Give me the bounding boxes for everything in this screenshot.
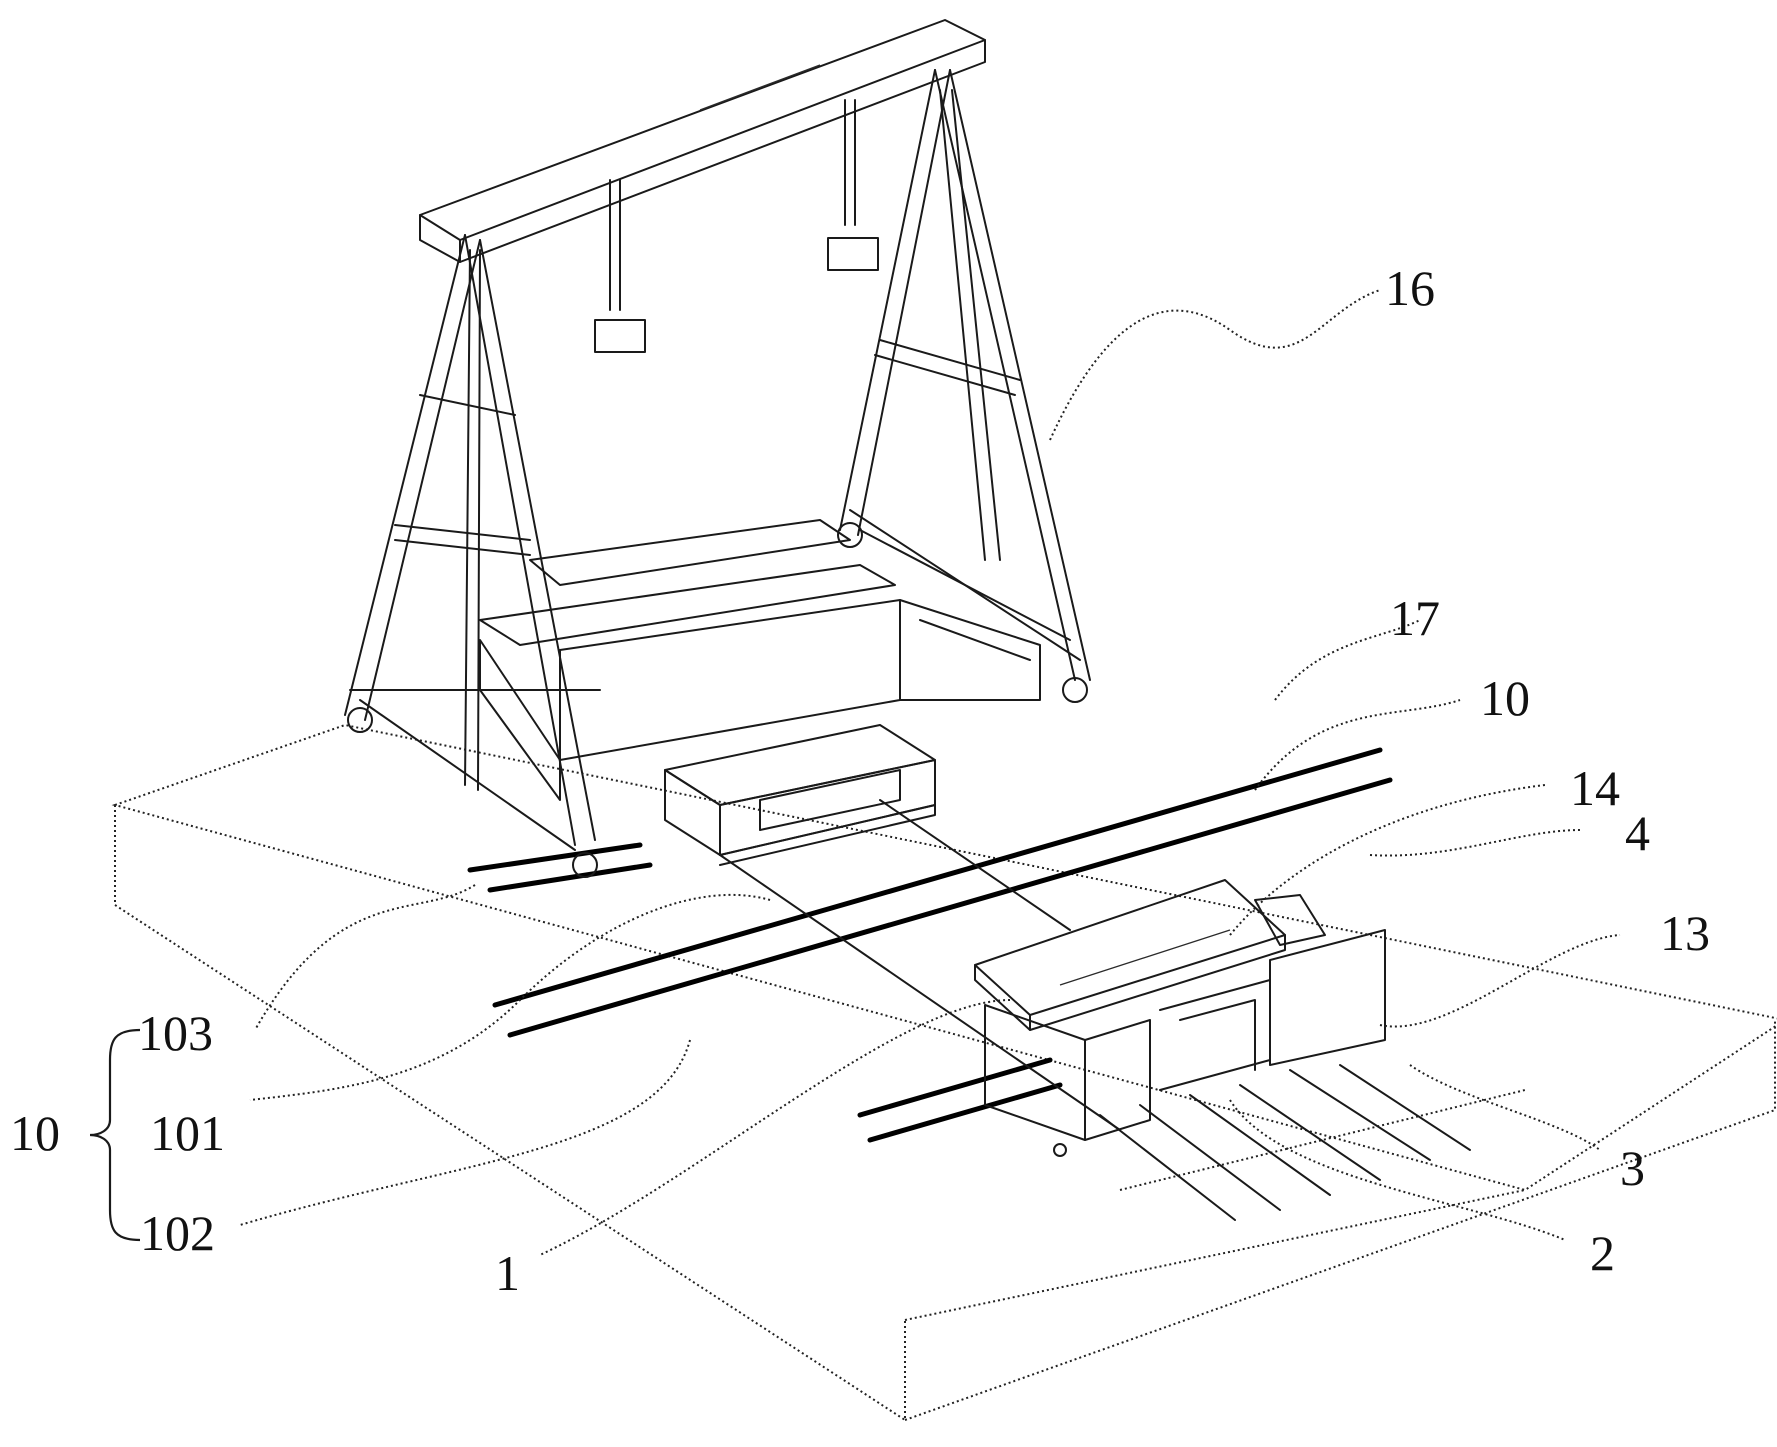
label-2: 2 — [1590, 1225, 1615, 1281]
label-14: 14 — [1570, 760, 1620, 816]
label-1: 1 — [495, 1245, 520, 1301]
group-brace — [89, 1028, 141, 1242]
base-slab — [111, 723, 1777, 1422]
gantry-crane — [344, 19, 1091, 878]
box-girder-14 — [664, 724, 936, 866]
label-101: 101 — [150, 1105, 225, 1161]
left-machinery — [479, 519, 1041, 801]
label-4: 4 — [1625, 805, 1650, 861]
track-rails — [467, 747, 1393, 1143]
lower-rails — [1099, 1064, 1471, 1221]
right-platform — [974, 879, 1386, 1157]
label-3: 3 — [1620, 1140, 1645, 1196]
label-13: 13 — [1660, 905, 1710, 961]
reference-labels: 16 17 10 14 4 13 103 101 10 102 1 3 2 — [10, 260, 1710, 1301]
label-103: 103 — [138, 1005, 213, 1061]
label-10-group: 10 — [10, 1105, 60, 1161]
label-10-track: 10 — [1480, 670, 1530, 726]
leader-lines — [239, 289, 1621, 1256]
label-17: 17 — [1390, 590, 1440, 646]
label-102: 102 — [140, 1205, 215, 1261]
label-16: 16 — [1385, 260, 1435, 316]
